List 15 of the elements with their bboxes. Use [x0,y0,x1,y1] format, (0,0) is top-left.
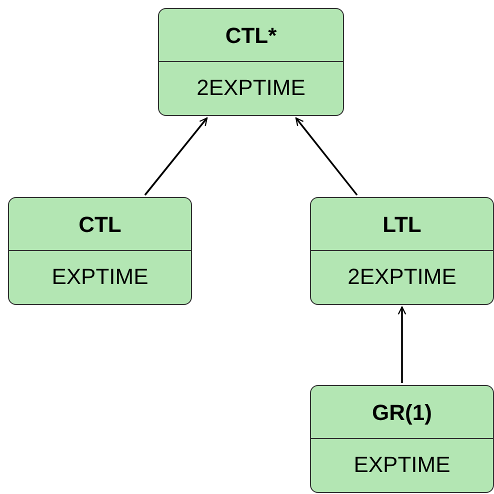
box-title: CTL [9,198,191,251]
box-text: EXPTIME [50,263,150,291]
arrow [398,306,406,383]
class-box [158,8,344,116]
arrow [295,117,358,196]
class-box [8,197,192,305]
box-title: CTL* [159,9,343,62]
box-text: 2EXPTIME [196,74,306,102]
arrow [144,117,208,196]
box-text: EXPTIME [352,451,452,479]
box-text: 2EXPTIME [346,263,458,291]
box-title: LTL [311,198,493,251]
class-box [310,385,494,493]
box-title: GR(1) [311,386,493,439]
class-box [310,197,494,305]
